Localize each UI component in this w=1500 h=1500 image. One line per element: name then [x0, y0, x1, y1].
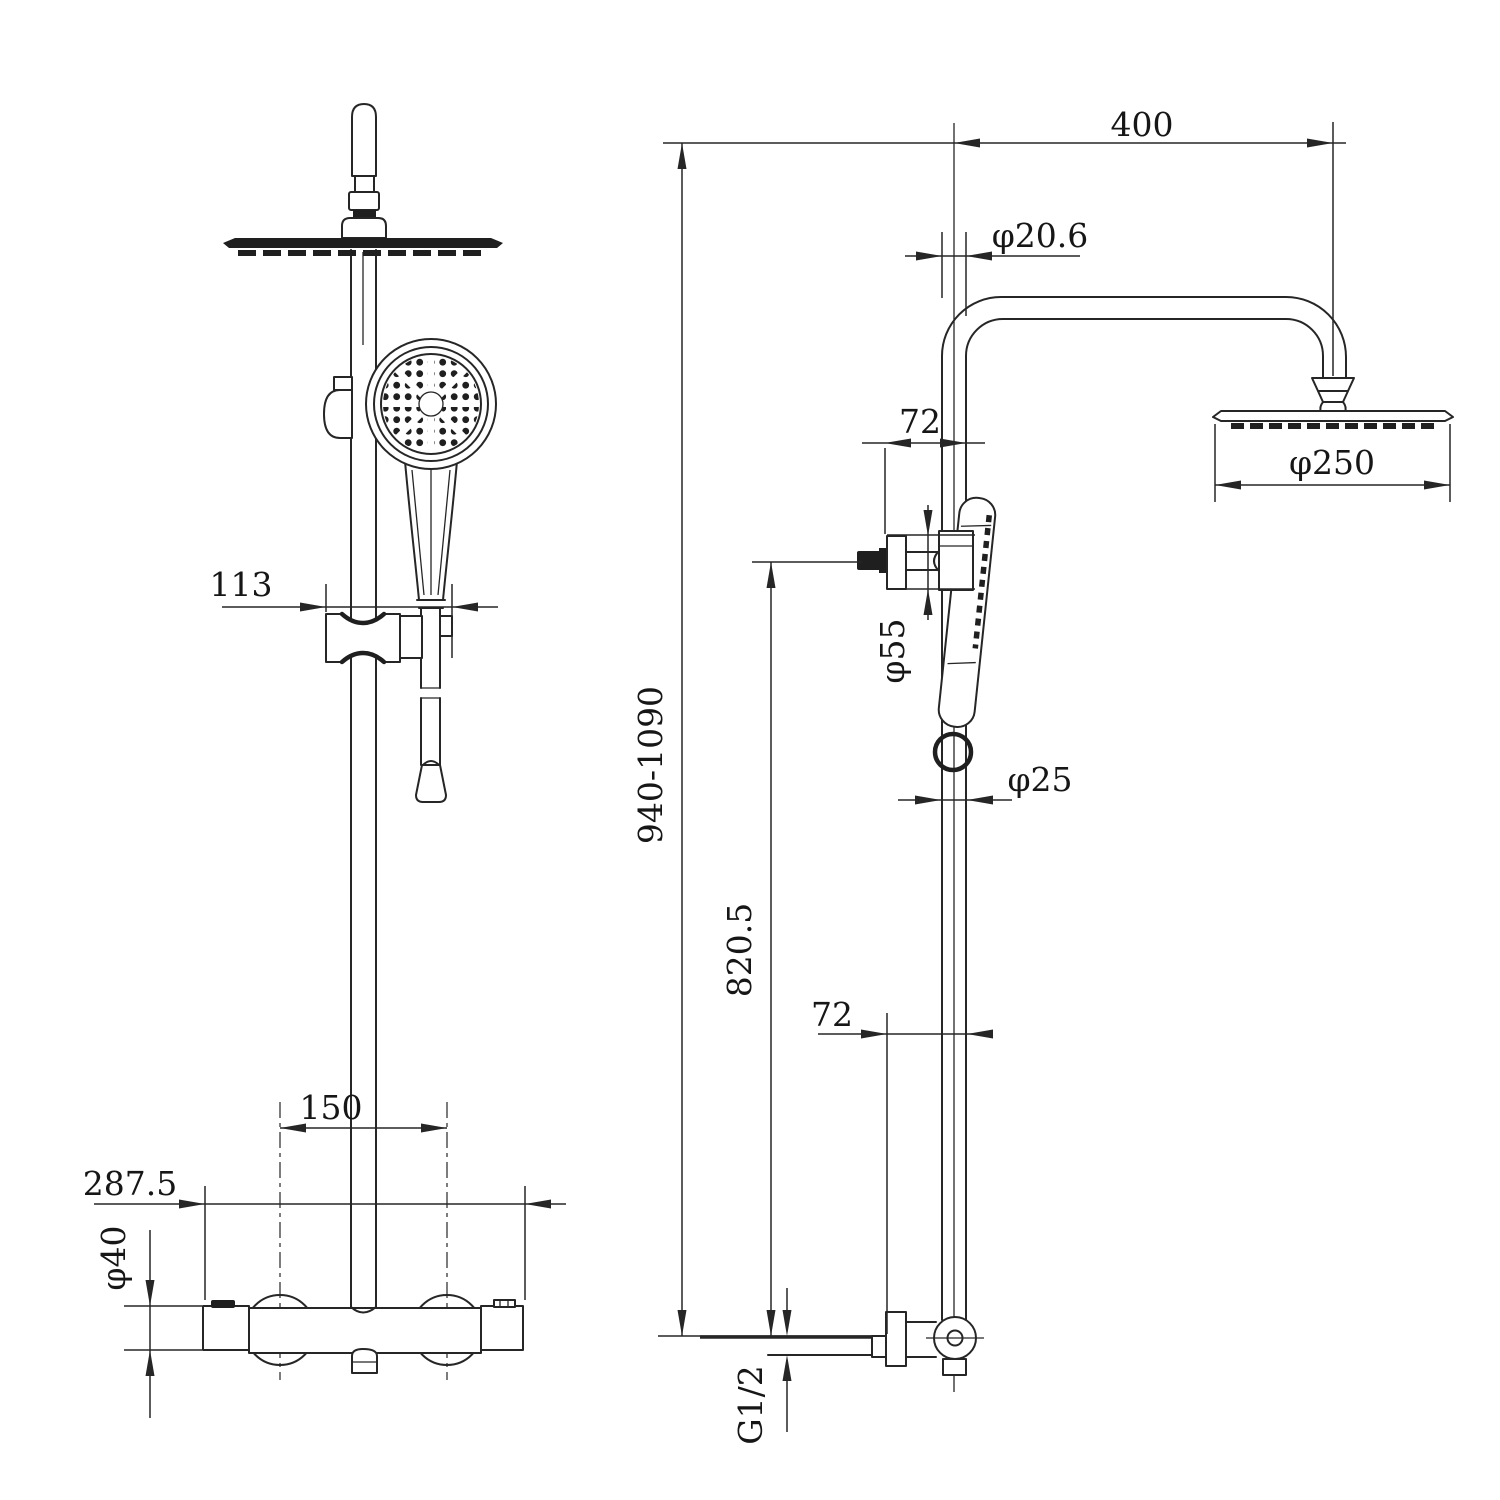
dim-label-inlet-thread: G1/2	[731, 1365, 770, 1444]
dim-arm-length: 400	[663, 105, 1346, 376]
slider-bracket-front	[325, 611, 453, 665]
hand-shower-side	[937, 496, 997, 728]
mixer-body	[248, 1307, 482, 1354]
dim-rain-head-diameter: φ250	[1214, 424, 1451, 502]
mixer-right-cap	[480, 1305, 524, 1351]
hand-shower-holder-front	[323, 376, 353, 439]
dim-bracket-height: 820.5	[720, 561, 862, 1336]
dim-label-mixer-diameter: φ40	[94, 1225, 133, 1290]
slider-ring	[932, 731, 974, 773]
hand-shower-face	[365, 338, 497, 470]
dim-wall-offset-top: 72	[862, 402, 985, 534]
dim-slider-width: 113	[210, 565, 498, 658]
dim-label-mixer-width: 287.5	[83, 1164, 177, 1203]
bottom-wall-elbow	[658, 1311, 984, 1376]
dim-label-riser-height: 940-1090	[631, 686, 670, 844]
spray-spokes	[383, 356, 479, 452]
rain-shower-head-side	[1212, 377, 1454, 429]
holder-body-side	[933, 530, 974, 591]
dim-label-bracket-height: 820.5	[720, 903, 759, 997]
front-view: 113 150 287.5 φ40	[83, 103, 566, 1418]
dim-riser-diameter: φ25	[898, 760, 1073, 805]
dim-label-wall-offset-bottom: 72	[811, 995, 853, 1034]
dim-label-valve-centers: 150	[300, 1088, 363, 1127]
dim-label-wall-offset-top: 72	[899, 402, 941, 441]
dim-label-arm-length: 400	[1111, 105, 1174, 144]
side-view: 400 φ20.6 72 φ250	[631, 105, 1454, 1445]
hose-connector-cone	[415, 764, 447, 803]
dim-upper-pipe-diameter: φ20.6	[905, 216, 1088, 316]
wall-bracket-side	[857, 535, 940, 590]
dim-label-rain-head-diameter: φ250	[1289, 443, 1375, 482]
mixer-valve-front	[202, 1102, 524, 1380]
dim-mixer-width: 287.5	[83, 1164, 566, 1300]
dim-inlet-thread: G1/2	[731, 1288, 792, 1445]
dim-label-flange-diameter: φ55	[873, 618, 912, 683]
mixer-outlet	[351, 1348, 378, 1374]
dim-wall-offset-bottom: 72	[811, 995, 993, 1334]
riser-top-cap	[341, 103, 387, 239]
riser-pipe-side	[941, 296, 1347, 1321]
rain-shower-head-front	[223, 238, 503, 256]
dim-flange-diameter: φ55	[873, 505, 975, 684]
dim-riser-height: 940-1090	[631, 143, 687, 1336]
dim-valve-centers: 150	[280, 1088, 447, 1133]
hand-shower-front	[365, 338, 497, 803]
dim-mixer-diameter: φ40	[94, 1225, 202, 1418]
dim-label-slider-width: 113	[210, 565, 273, 604]
dim-label-upper-pipe-diameter: φ20.6	[992, 216, 1089, 255]
dim-label-riser-diameter: φ25	[1007, 760, 1072, 799]
mixer-left-cap	[202, 1305, 250, 1351]
